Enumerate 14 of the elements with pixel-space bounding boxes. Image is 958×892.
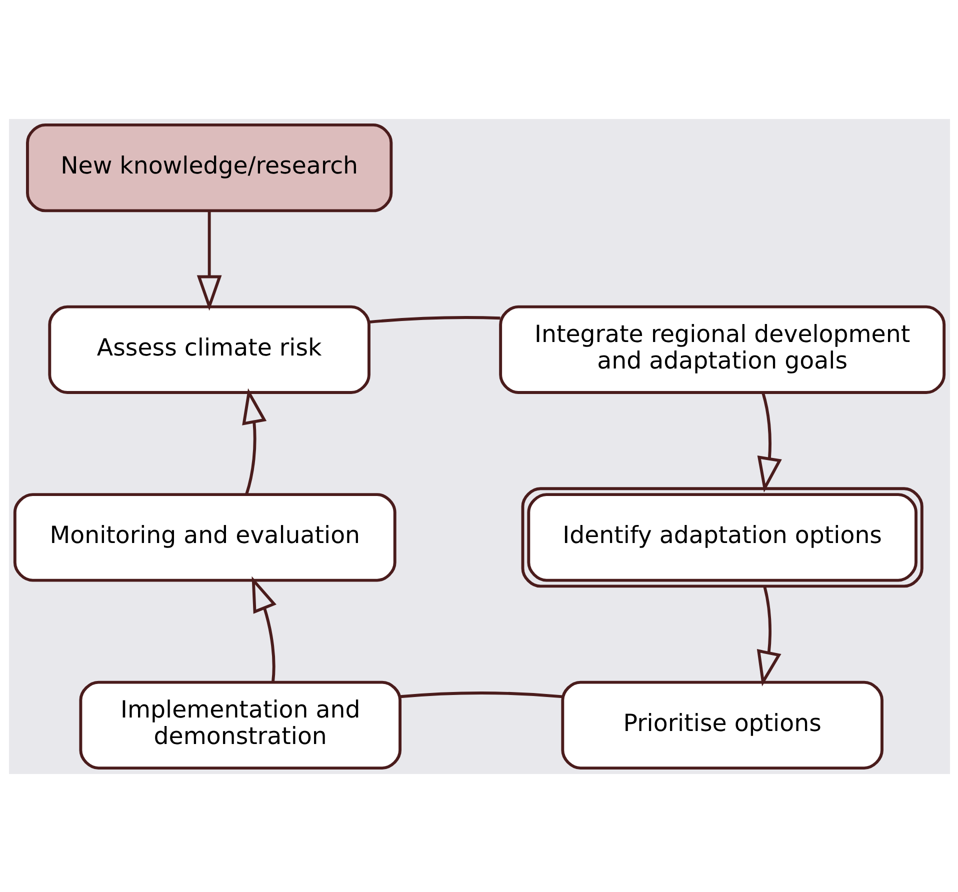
- node-box: Integrate regional development and adaptation goals: [498, 304, 946, 394]
- node-box: Prioritise options: [560, 680, 883, 770]
- connector: [368, 316, 500, 324]
- node-box: Implementation and demonstration: [78, 680, 402, 770]
- node-box: Identify adaptation options: [520, 486, 923, 588]
- arrow: [756, 392, 782, 492]
- node-box: Assess climate risk: [48, 304, 370, 394]
- arrow: [756, 586, 781, 686]
- connector: [400, 691, 562, 698]
- node-box: Monitoring and evaluation: [12, 492, 396, 582]
- node-box: New knowledge/research: [26, 122, 392, 212]
- arrow: [242, 388, 266, 494]
- arrow: [251, 576, 276, 682]
- arrow: [196, 210, 222, 310]
